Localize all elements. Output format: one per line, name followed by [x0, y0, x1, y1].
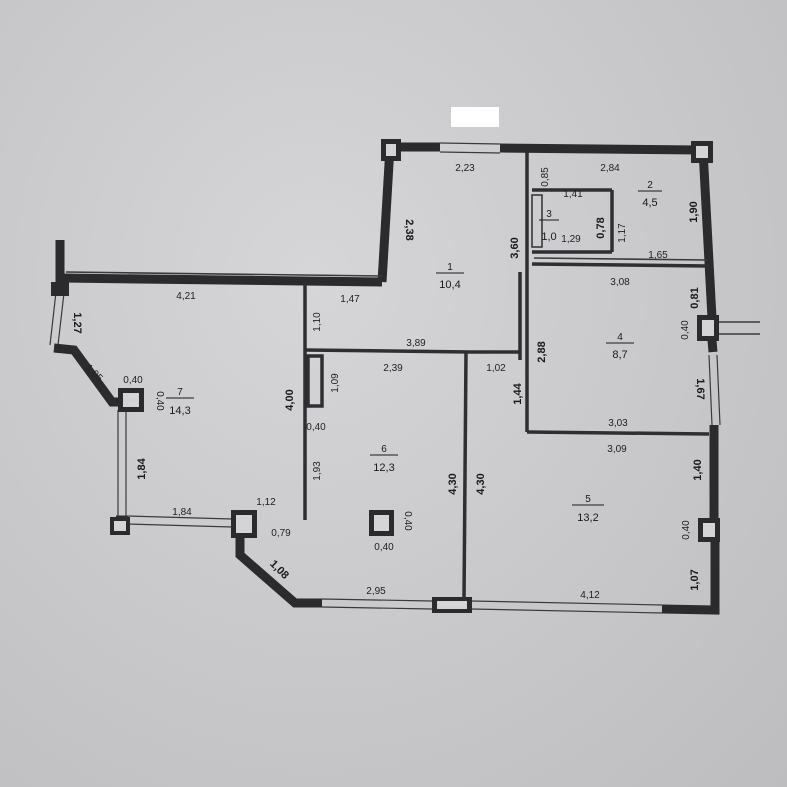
dim-360: 3,60: [509, 237, 521, 258]
svg-text:2: 2: [647, 180, 653, 191]
dim-430-b: 4,30: [475, 473, 487, 494]
dim-412: 4,12: [580, 590, 600, 601]
wall-room7-top-inner: [65, 271, 383, 277]
dim-303: 3,03: [608, 418, 628, 429]
dim-102: 1,02: [486, 363, 506, 374]
room-4-label: 4 8,7: [606, 332, 634, 361]
dim-140: 1,40: [692, 459, 704, 480]
dim-040-room5: 0,40: [681, 520, 692, 540]
svg-text:6: 6: [381, 444, 387, 455]
dim-085: 0,85: [540, 167, 551, 187]
svg-text:7: 7: [177, 387, 183, 398]
svg-text:12,3: 12,3: [373, 462, 394, 474]
dim-040-col6: 0,40: [374, 542, 394, 553]
partition-room6-top: [304, 348, 471, 354]
dim-112: 1,12: [256, 497, 276, 508]
dim-165: 1,65: [648, 250, 668, 261]
window-left-upper: [49, 291, 65, 346]
dim-184-v: 1,84: [136, 457, 148, 479]
dim-110: 1,10: [312, 312, 323, 332]
dim-295: 2,95: [366, 586, 386, 597]
dim-top-284: 2,84: [600, 163, 620, 174]
redaction-patch: [451, 107, 499, 127]
dim-117: 1,17: [617, 223, 628, 243]
dim-141: 1,41: [563, 189, 583, 200]
wall-bottom-right: [661, 540, 720, 615]
dim-040-right: 0,40: [680, 320, 691, 340]
dim-109: 1,09: [330, 373, 341, 393]
dimension-labels: 2,23 2,84 0,85 1,41 1,90 2,38 0,78 1,29 …: [71, 163, 706, 601]
dim-129: 1,29: [561, 234, 581, 245]
wall-room1-left: [377, 146, 395, 283]
dim-147: 1,47: [340, 294, 360, 305]
svg-text:14,3: 14,3: [169, 405, 190, 417]
window-left-lower: [117, 410, 127, 518]
wall-right-stub: [718, 321, 760, 335]
window-top: [439, 142, 501, 154]
dim-127: 1,27: [71, 312, 83, 333]
room-5-label: 5 13,2: [572, 494, 604, 524]
dim-081: 0,81: [689, 287, 701, 308]
wall-bay-bottom: [235, 532, 322, 608]
partitions: [303, 152, 710, 601]
window-bottom-room5: [471, 600, 663, 614]
dim-308: 3,08: [610, 277, 630, 288]
dim-400: 4,00: [284, 389, 296, 410]
dim-309: 3,09: [607, 444, 627, 455]
dim-040-room7: 0,40: [123, 375, 143, 386]
svg-text:1,0: 1,0: [541, 231, 556, 243]
dim-389: 3,89: [406, 338, 426, 349]
dim-040-room6: 0,40: [306, 422, 326, 433]
exterior-walls: [49, 142, 760, 615]
partition-room4-bottom: [526, 430, 710, 436]
column-left-top: [51, 282, 69, 296]
dim-079: 0,79: [271, 528, 291, 539]
dim-190: 1,90: [688, 201, 700, 222]
dim-107: 1,07: [689, 569, 701, 590]
dim-184: 1,84: [172, 507, 192, 518]
svg-text:8,7: 8,7: [612, 349, 627, 361]
dim-144: 1,44: [512, 382, 524, 404]
dim-040-room7-v: 0,40: [154, 391, 165, 411]
room-7-label: 7 14,3: [166, 387, 194, 417]
svg-text:13,2: 13,2: [577, 512, 598, 524]
svg-text:10,4: 10,4: [439, 279, 460, 291]
partition-bath3-inner: [531, 194, 543, 248]
svg-text:5: 5: [585, 494, 591, 505]
dim-421: 4,21: [176, 291, 196, 302]
dim-167: 1,67: [694, 378, 706, 399]
room-1-label: 1 10,4: [436, 262, 464, 291]
window-right-room4: [708, 354, 721, 426]
window-bottom-room6: [321, 598, 433, 610]
window-bottom-room7: [125, 515, 233, 528]
partition-room2-bottom-inner: [533, 257, 709, 261]
dim-040-col6-v: 0,40: [402, 511, 413, 531]
room-3-label: 3 1,0: [539, 209, 559, 243]
dim-288: 2,88: [536, 341, 548, 362]
svg-text:4: 4: [617, 332, 623, 343]
svg-text:4,5: 4,5: [642, 197, 657, 209]
wall-right-mid: [707, 339, 718, 353]
closet: [306, 354, 324, 408]
wall-right-upper: [698, 149, 717, 319]
room-2-label: 2 4,5: [638, 180, 662, 209]
svg-text:1: 1: [447, 262, 453, 273]
wall-top-right: [499, 143, 701, 155]
dim-193: 1,93: [312, 461, 323, 481]
partition-room2-bottom: [531, 262, 709, 268]
dim-top-223: 2,23: [455, 163, 475, 174]
dim-430-a: 4,30: [447, 473, 459, 494]
dim-078: 0,78: [595, 217, 607, 238]
room-6-label: 6 12,3: [370, 444, 398, 474]
svg-text:3: 3: [546, 209, 552, 220]
columns: [51, 139, 720, 613]
dim-238: 2,38: [403, 219, 415, 240]
wall-room7-top: [61, 273, 383, 287]
dim-239: 2,39: [383, 363, 403, 374]
room-labels: 1 10,4 2 4,5 3 1,0 4 8,7 5 13,2 6 12,3: [166, 180, 662, 524]
partition-room6-right: [462, 351, 468, 601]
